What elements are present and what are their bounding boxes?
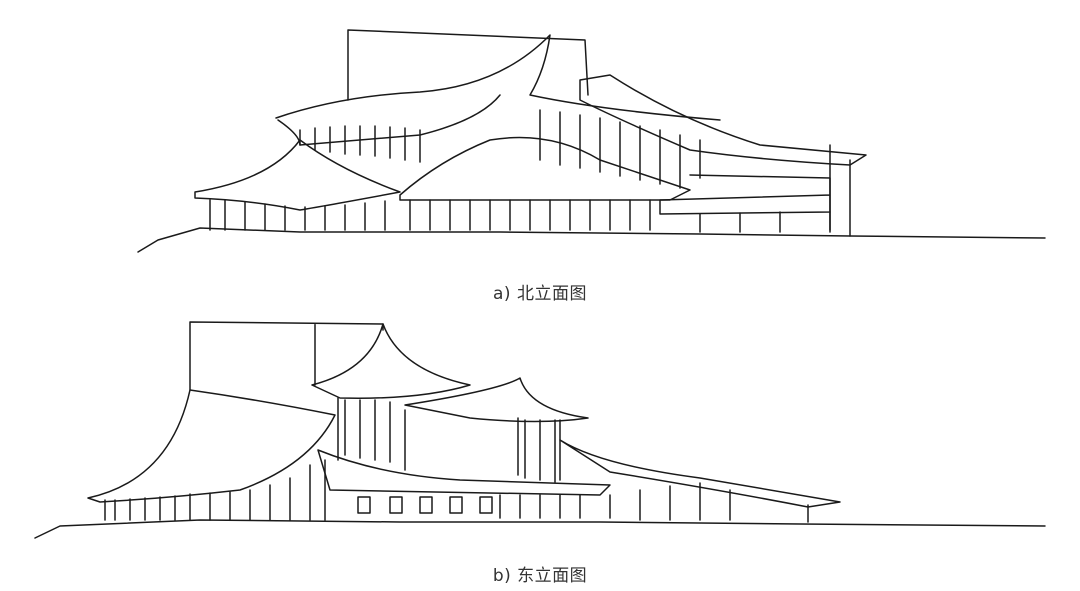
north-elevation-caption: a) 北立面图 [493,284,587,304]
east-windows [357,496,493,514]
base-wall [209,199,831,233]
right-peak-roof [404,377,589,423]
north-mullions [224,109,781,233]
east-elevation-caption: b) 东立面图 [492,566,588,586]
ground-line [34,519,1046,539]
upper-roof [275,34,721,121]
east-mullions [114,399,701,521]
tower-block [189,321,384,391]
east-elevation-svg [34,321,1046,539]
left-base [104,495,176,521]
north-elevation-svg [137,29,1046,253]
tower-block [347,29,589,101]
left-roof [194,139,401,211]
left-swoop-roof [87,389,336,503]
center-volume [337,397,561,481]
ground-line [137,227,1046,253]
right-volume [829,144,851,237]
center-dome-roof [399,136,691,201]
right-wing-volume [609,489,809,523]
lower-right-terrace [659,174,831,215]
east-elevation-sketch [0,300,1080,550]
center-peak-roof [311,323,471,399]
right-wing-roof [579,74,867,166]
north-elevation-sketch [0,0,1080,270]
upper-roof-eave [277,94,501,146]
lower-band-roof [317,449,611,496]
